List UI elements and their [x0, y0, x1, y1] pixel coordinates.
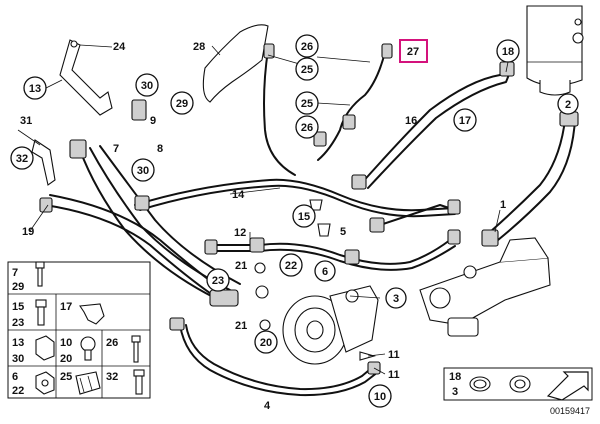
steering-rack [419, 237, 551, 337]
callout-6: 6 [314, 260, 336, 282]
svg-text:26: 26 [301, 41, 313, 53]
callout-26b: 26 [295, 115, 319, 139]
svg-text:17: 17 [60, 301, 72, 313]
legend-tile-13-30: 13 30 [12, 335, 55, 365]
callout-30b: 30 [131, 158, 155, 182]
legend-tile-17: 17 [60, 301, 105, 325]
callout-14: 14 [232, 189, 245, 201]
callout-19: 19 [22, 226, 34, 238]
svg-text:17: 17 [459, 115, 471, 127]
svg-text:7: 7 [12, 267, 18, 279]
svg-text:18: 18 [449, 371, 461, 383]
svg-text:3: 3 [452, 386, 458, 398]
callout-25b: 25 [295, 91, 319, 115]
callout-16: 16 [405, 115, 417, 127]
callout-7: 7 [113, 143, 119, 155]
callout-24: 24 [113, 41, 126, 53]
callout-11a: 11 [388, 349, 400, 361]
callout-5: 5 [340, 226, 346, 238]
highlight-box [399, 39, 428, 63]
svg-text:25: 25 [60, 371, 72, 383]
svg-text:15: 15 [12, 301, 24, 313]
callout-32: 32 [10, 146, 34, 170]
callout-3: 3 [385, 287, 407, 309]
svg-text:26: 26 [301, 122, 313, 134]
callout-8: 8 [157, 143, 163, 155]
callout-12: 12 [234, 227, 246, 239]
callout-13: 13 [23, 76, 47, 100]
callout-27-highlighted: 27 [407, 46, 419, 58]
legend-tile-10-20: 10 20 [60, 336, 96, 365]
bracket-24 [59, 39, 113, 116]
svg-text:10: 10 [60, 337, 72, 349]
callout-25a: 25 [295, 57, 319, 81]
callout-2: 2 [557, 93, 579, 115]
callout-17: 17 [453, 108, 477, 132]
svg-text:32: 32 [16, 153, 28, 165]
callout-20: 20 [254, 330, 278, 354]
legend-tile-32: 32 [106, 369, 145, 395]
callout-22: 22 [279, 253, 303, 277]
callout-23: 23 [206, 268, 230, 292]
callout-21b: 21 [235, 320, 247, 332]
fittings [39, 43, 579, 375]
clamp-legend: 18 3 [443, 367, 593, 401]
text-callouts: 27 24 28 16 9 31 7 8 14 1 19 5 12 21 21 … [20, 39, 506, 412]
svg-text:20: 20 [60, 353, 72, 365]
bracket-31 [31, 139, 56, 186]
svg-text:18: 18 [502, 46, 514, 58]
svg-text:23: 23 [212, 275, 224, 287]
legend-tile-15-23: 15 23 [12, 299, 47, 329]
svg-text:22: 22 [285, 260, 297, 272]
svg-text:29: 29 [12, 281, 24, 293]
svg-text:29: 29 [176, 98, 188, 110]
legend-tile-26: 26 [106, 335, 141, 363]
arrow-icon [546, 371, 589, 401]
callout-4: 4 [264, 400, 271, 412]
svg-text:22: 22 [12, 385, 24, 397]
svg-text:32: 32 [106, 371, 118, 383]
svg-text:30: 30 [141, 80, 153, 92]
parts-legend: 7 29 15 23 17 13 30 10 20 [7, 261, 151, 399]
svg-text:20: 20 [260, 337, 272, 349]
callout-31: 31 [20, 115, 32, 127]
callout-26a: 26 [295, 34, 319, 58]
svg-text:25: 25 [301, 98, 313, 110]
svg-text:10: 10 [374, 391, 386, 403]
svg-text:15: 15 [298, 211, 310, 223]
svg-text:30: 30 [12, 353, 24, 365]
callout-18: 18 [496, 39, 520, 63]
svg-text:6: 6 [12, 371, 18, 383]
svg-text:23: 23 [12, 317, 24, 329]
legend-tile-7-29: 7 29 [12, 261, 45, 293]
svg-text:26: 26 [106, 337, 118, 349]
callout-21a: 21 [235, 260, 247, 272]
svg-text:13: 13 [12, 337, 24, 349]
steering-pump [282, 285, 379, 365]
callout-15: 15 [292, 204, 316, 228]
diagram-reference-number: 00159417 [550, 406, 590, 416]
callout-11b: 11 [388, 369, 400, 381]
callout-30a: 30 [135, 73, 159, 97]
svg-text:2: 2 [565, 99, 571, 111]
callout-9: 9 [150, 115, 156, 127]
svg-text:30: 30 [137, 165, 149, 177]
svg-text:25: 25 [301, 64, 313, 76]
circled-callouts: 26 25 25 26 18 2 17 13 30 29 32 30 15 23… [10, 34, 579, 408]
svg-text:13: 13 [29, 83, 41, 95]
svg-text:3: 3 [393, 293, 399, 305]
fluid-reservoir [526, 5, 584, 96]
callout-29: 29 [170, 91, 194, 115]
callout-1: 1 [500, 199, 506, 211]
legend-tile-25: 25 [60, 371, 101, 395]
legend-tile-6-22: 6 22 [12, 371, 55, 397]
callout-28: 28 [193, 41, 205, 53]
callout-10: 10 [368, 384, 392, 408]
hose-lines [44, 49, 576, 397]
svg-text:6: 6 [322, 266, 328, 278]
heat-shield-28 [202, 24, 269, 103]
